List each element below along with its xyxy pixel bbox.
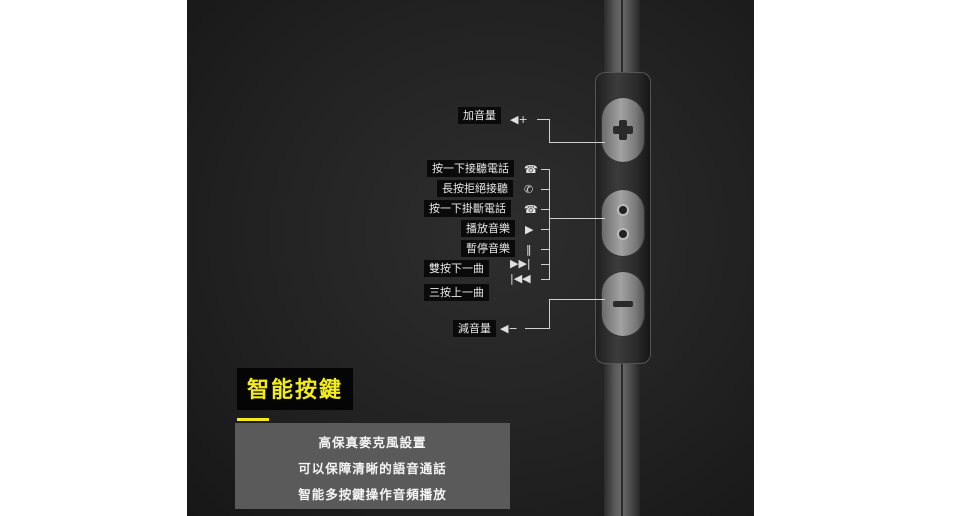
label-hangup-call: 按一下掛斷電話	[424, 200, 511, 217]
label-reject-call: 長按拒絕接聽	[437, 180, 513, 197]
label-answer-call: 按一下接聽電話	[427, 160, 514, 177]
label-previous-track: 三按上一曲	[424, 284, 489, 301]
pause-icon: ‖	[526, 243, 532, 256]
volume-down-button	[602, 272, 644, 336]
previous-track-icon: |◀◀	[510, 272, 531, 285]
label-volume-down: 減音量	[453, 320, 496, 337]
feature-title: 智能按鍵	[237, 368, 354, 410]
product-image-panel: 加音量 ◀+ 按一下接聽電話 ☎ 長按拒絕接聽 ✆ 按一下掛斷電話 ☎ 播放音樂…	[187, 0, 754, 516]
title-accent-bar	[237, 418, 269, 421]
play-icon: ▶	[525, 223, 534, 236]
label-next-track: 雙按下一曲	[424, 260, 489, 277]
volume-up-button	[602, 98, 644, 162]
feature-description-box: 高保真麥克風設置 可以保障清晰的語音通話 智能多按鍵操作音頻播放	[235, 423, 510, 509]
label-pause-music: 暫停音樂	[461, 240, 515, 257]
speaker-minus-icon: ◀−	[500, 322, 518, 335]
cable-lower	[604, 358, 640, 516]
feature-line: 可以保障清晰的語音通話	[298, 461, 447, 476]
next-track-icon: ▶▶|	[510, 257, 531, 270]
speaker-plus-icon: ◀+	[510, 113, 528, 126]
phone-hangup-icon: ☎	[524, 203, 538, 216]
cable-upper	[604, 0, 640, 80]
label-play-music: 播放音樂	[461, 220, 515, 237]
feature-line: 智能多按鍵操作音頻播放	[298, 487, 447, 502]
phone-reject-icon: ✆	[524, 183, 534, 196]
inline-remote	[595, 72, 651, 364]
multi-function-button	[602, 190, 644, 256]
mic-hole-icon	[619, 206, 627, 214]
phone-answer-icon: ☎	[524, 163, 538, 176]
minus-icon	[613, 301, 633, 307]
label-volume-up: 加音量	[458, 107, 501, 124]
feature-line: 高保真麥克風設置	[318, 435, 427, 450]
